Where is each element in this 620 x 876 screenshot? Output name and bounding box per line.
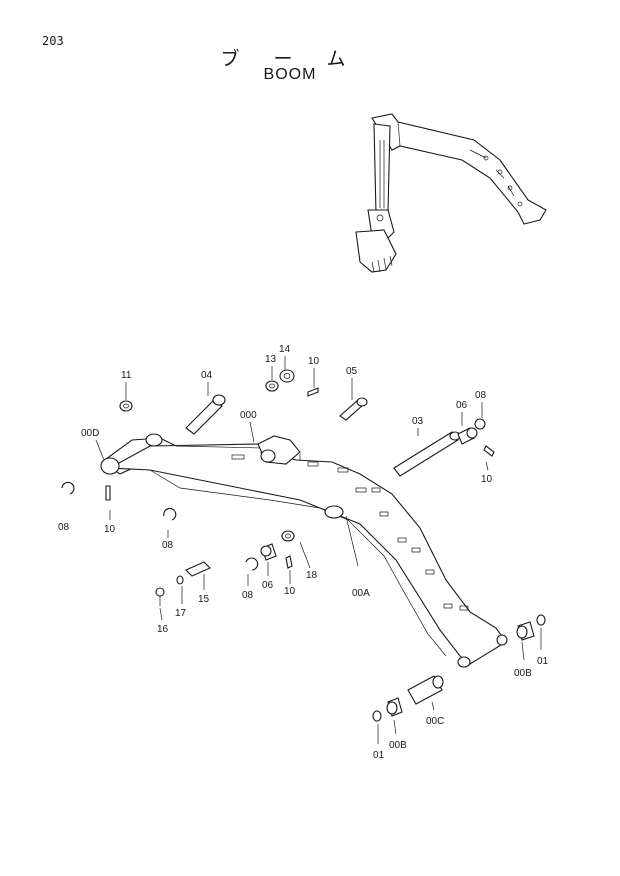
pin-10-lower: [285, 555, 293, 569]
callout-08-left: 08: [58, 522, 70, 533]
callout-10-left: 10: [104, 524, 116, 535]
plate-15: [185, 561, 211, 577]
callout-06-lower: 06: [262, 580, 274, 591]
callout-03: 03: [412, 416, 424, 427]
callout-04: 04: [201, 370, 213, 381]
pin-04: [185, 394, 226, 435]
pin-10-right: [483, 445, 495, 457]
ring-08-mid: [163, 507, 177, 521]
bushing-00b-right: [516, 621, 535, 641]
callout-06-right: 06: [456, 400, 468, 411]
callout-01-left: 01: [373, 750, 385, 761]
bushing-18: [281, 530, 295, 542]
bushing-06-right: [457, 427, 478, 445]
callout-00a: 00A: [352, 588, 370, 599]
leader-lines: [95, 356, 542, 744]
washer-14: [279, 369, 295, 383]
washer-11-hole: [123, 403, 129, 409]
callout-13: 13: [265, 354, 277, 365]
bolt-16: [155, 587, 165, 606]
bushing-06-lower: [260, 543, 277, 561]
page-number: 203: [42, 34, 64, 48]
callout-00c: 00C: [426, 716, 444, 727]
callout-17: 17: [175, 608, 187, 619]
callout-08-lower: 08: [242, 590, 254, 601]
pin-05: [339, 397, 368, 421]
callout-16: 16: [157, 624, 169, 635]
callout-01-right: 01: [537, 656, 549, 667]
callout-00d: 00D: [81, 428, 99, 439]
washer-11: [119, 400, 133, 412]
callout-08-mid: 08: [162, 540, 174, 551]
callout-11: 11: [121, 370, 132, 381]
ring-01-right: [536, 614, 546, 626]
callout-00b-right: 00B: [514, 668, 532, 679]
callout-000: 000: [240, 410, 257, 421]
ring-08-left: [61, 481, 75, 495]
callout-10-right: 10: [481, 474, 493, 485]
ring-01-left: [372, 710, 382, 722]
callout-05: 05: [346, 366, 358, 377]
callout-14: 14: [279, 344, 291, 355]
callout-08-right: 08: [475, 390, 487, 401]
callout-18: 18: [306, 570, 318, 581]
washer-14-hole: [283, 373, 291, 379]
washer-13: [265, 380, 279, 392]
boom-main-structure: [100, 433, 508, 668]
title-japanese: ブ ー ム: [220, 48, 360, 70]
washer-13-hole: [269, 383, 275, 389]
washer-17: [176, 575, 184, 585]
pin-10-top: [307, 387, 319, 397]
bushing-00b-left: [386, 697, 403, 717]
pin-03: [393, 431, 461, 477]
title-english: BOOM: [263, 66, 317, 83]
ring-08-lower: [245, 557, 259, 571]
pin-00c: [407, 675, 444, 705]
pin-10-left: [105, 485, 111, 501]
callout-15: 15: [198, 594, 210, 605]
excavator-overview-illustration: [355, 113, 547, 273]
callout-10-lower: 10: [284, 586, 296, 597]
ring-08-right: [474, 418, 486, 430]
callout-00b-left: 00B: [389, 740, 407, 751]
callout-10-top: 10: [308, 356, 320, 367]
